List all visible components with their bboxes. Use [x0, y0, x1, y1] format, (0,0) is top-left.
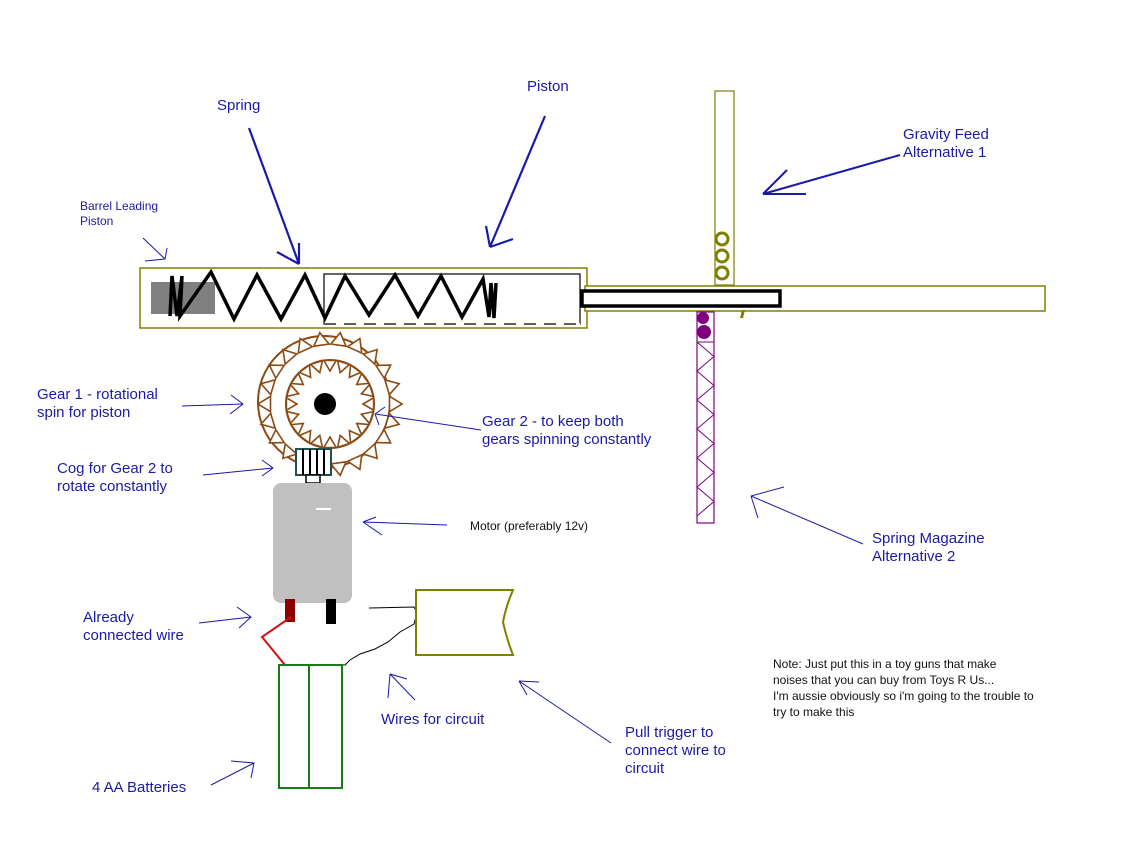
gear2-tooth: [285, 410, 301, 425]
gear2-teeth: [285, 359, 375, 449]
label-cog: Cog for Gear 2 to rotate constantly: [57, 460, 173, 495]
gear1-tooth: [268, 364, 286, 380]
gears: [256, 331, 404, 477]
gear2-tooth: [289, 422, 305, 437]
magazine-spring: [696, 341, 715, 517]
cog-body: [295, 448, 332, 476]
gear-axle: [314, 393, 336, 415]
gear2-tooth: [359, 383, 375, 398]
label-note: Note: Just put this in a toy guns that m…: [773, 657, 1034, 719]
gear2-tooth: [285, 383, 301, 398]
gear2-tooth: [309, 433, 324, 449]
arrow-spring-magazine: [750, 486, 864, 545]
arrow-cog: [202, 459, 274, 477]
label-barrel-leading-piston: Barrel Leading Piston: [80, 199, 159, 228]
gear1-tooth: [329, 331, 348, 348]
motor-terminal-negative: [326, 599, 336, 624]
gear1-tooth: [346, 337, 363, 355]
gear1-tooth: [346, 453, 363, 471]
label-gear1: Gear 1 - rotational spin for piston: [37, 386, 158, 421]
magazine-ball: [697, 325, 711, 339]
gear2-tooth: [336, 359, 351, 375]
trigger-switch: [415, 589, 515, 656]
cylinder: [139, 267, 588, 329]
gear2-tooth: [355, 371, 371, 386]
gear2-tooth: [322, 435, 338, 449]
motor-body: [273, 483, 352, 603]
gear1-tooth: [268, 428, 286, 444]
gear2-tooth: [285, 396, 299, 412]
arrow-motor: [362, 516, 448, 536]
gear2-tooth: [297, 363, 312, 379]
gear1-tooth: [374, 428, 392, 444]
arrow-trigger: [518, 680, 612, 744]
motor-terminal-positive: [285, 599, 295, 622]
arrow-wires-circuit: [387, 673, 416, 701]
feed-ball: [714, 248, 730, 264]
feed-ball: [714, 265, 730, 281]
label-gear2: Gear 2 - to keep both gears spinning con…: [482, 413, 652, 448]
gear2-tooth: [348, 363, 363, 379]
gear2-tooth: [309, 359, 324, 375]
gear1-tooth: [361, 348, 379, 366]
label-batteries: 4 AA Batteries: [92, 779, 187, 796]
arrow-batteries: [210, 760, 255, 786]
gravity-feed: [714, 90, 735, 286]
batteries: [278, 664, 343, 789]
gear1-tooth: [312, 331, 331, 348]
label-motor: Motor (preferably 12v): [470, 519, 589, 533]
piston-rod: [580, 289, 782, 308]
gear2-tooth: [336, 433, 351, 449]
gear2-tooth: [322, 359, 338, 373]
gear1-tooth: [256, 394, 272, 414]
gravity-feed-tube: [714, 90, 735, 286]
feed-ball: [714, 231, 730, 247]
arrow-piston: [484, 115, 547, 249]
gear1-tooth: [259, 411, 277, 430]
annotation-arrows: [142, 115, 901, 786]
motor: [273, 483, 352, 624]
black-wire: [326, 606, 418, 666]
arrow-gravity-feed: [762, 154, 901, 195]
gear2-tooth: [359, 410, 375, 425]
gear1-tooth: [259, 378, 277, 397]
label-spring-magazine: Spring Magazine Alternative 2: [872, 530, 985, 565]
gear2-tooth: [297, 429, 312, 445]
gear1-tooth: [388, 394, 404, 414]
cog-shaft: [305, 474, 321, 484]
gear1-tooth: [281, 348, 299, 366]
gear1-tooth: [281, 442, 299, 460]
gear1-tooth: [383, 411, 401, 430]
label-gravity-feed: Gravity Feed Alternative 1: [903, 126, 989, 161]
magazine-tube: [696, 311, 715, 524]
label-trigger: Pull trigger to connect wire to circuit: [625, 724, 726, 777]
arrow-spring: [247, 127, 301, 265]
arrow-gear2: [374, 406, 482, 431]
spring-magazine: [696, 311, 715, 524]
label-connected-wire: Already connected wire: [83, 609, 184, 644]
arrow-barrel-leading-piston: [142, 237, 168, 262]
magazine-ball: [697, 312, 709, 324]
gear2-tooth: [348, 429, 363, 445]
gear1-tooth: [361, 442, 379, 460]
gear2-tooth: [361, 396, 375, 412]
spring: [168, 268, 498, 323]
barrel-nub: [740, 310, 745, 318]
gear1-tooth: [383, 378, 401, 397]
gear2-tooth: [355, 422, 371, 437]
gear2-tooth: [289, 371, 305, 386]
red-wire: [260, 616, 292, 666]
gear1-tooth: [297, 337, 314, 355]
arrow-gear1: [181, 394, 244, 415]
barrel: [580, 285, 1046, 318]
gear1-tooth: [374, 364, 392, 380]
arrow-connected-wire: [198, 606, 252, 629]
gear1-tooth: [329, 460, 348, 477]
label-wires-circuit: Wires for circuit: [381, 711, 485, 728]
battery-pack: [278, 664, 343, 789]
label-piston: Piston: [527, 78, 569, 95]
label-spring: Spring: [217, 97, 261, 114]
cog: [295, 448, 332, 484]
